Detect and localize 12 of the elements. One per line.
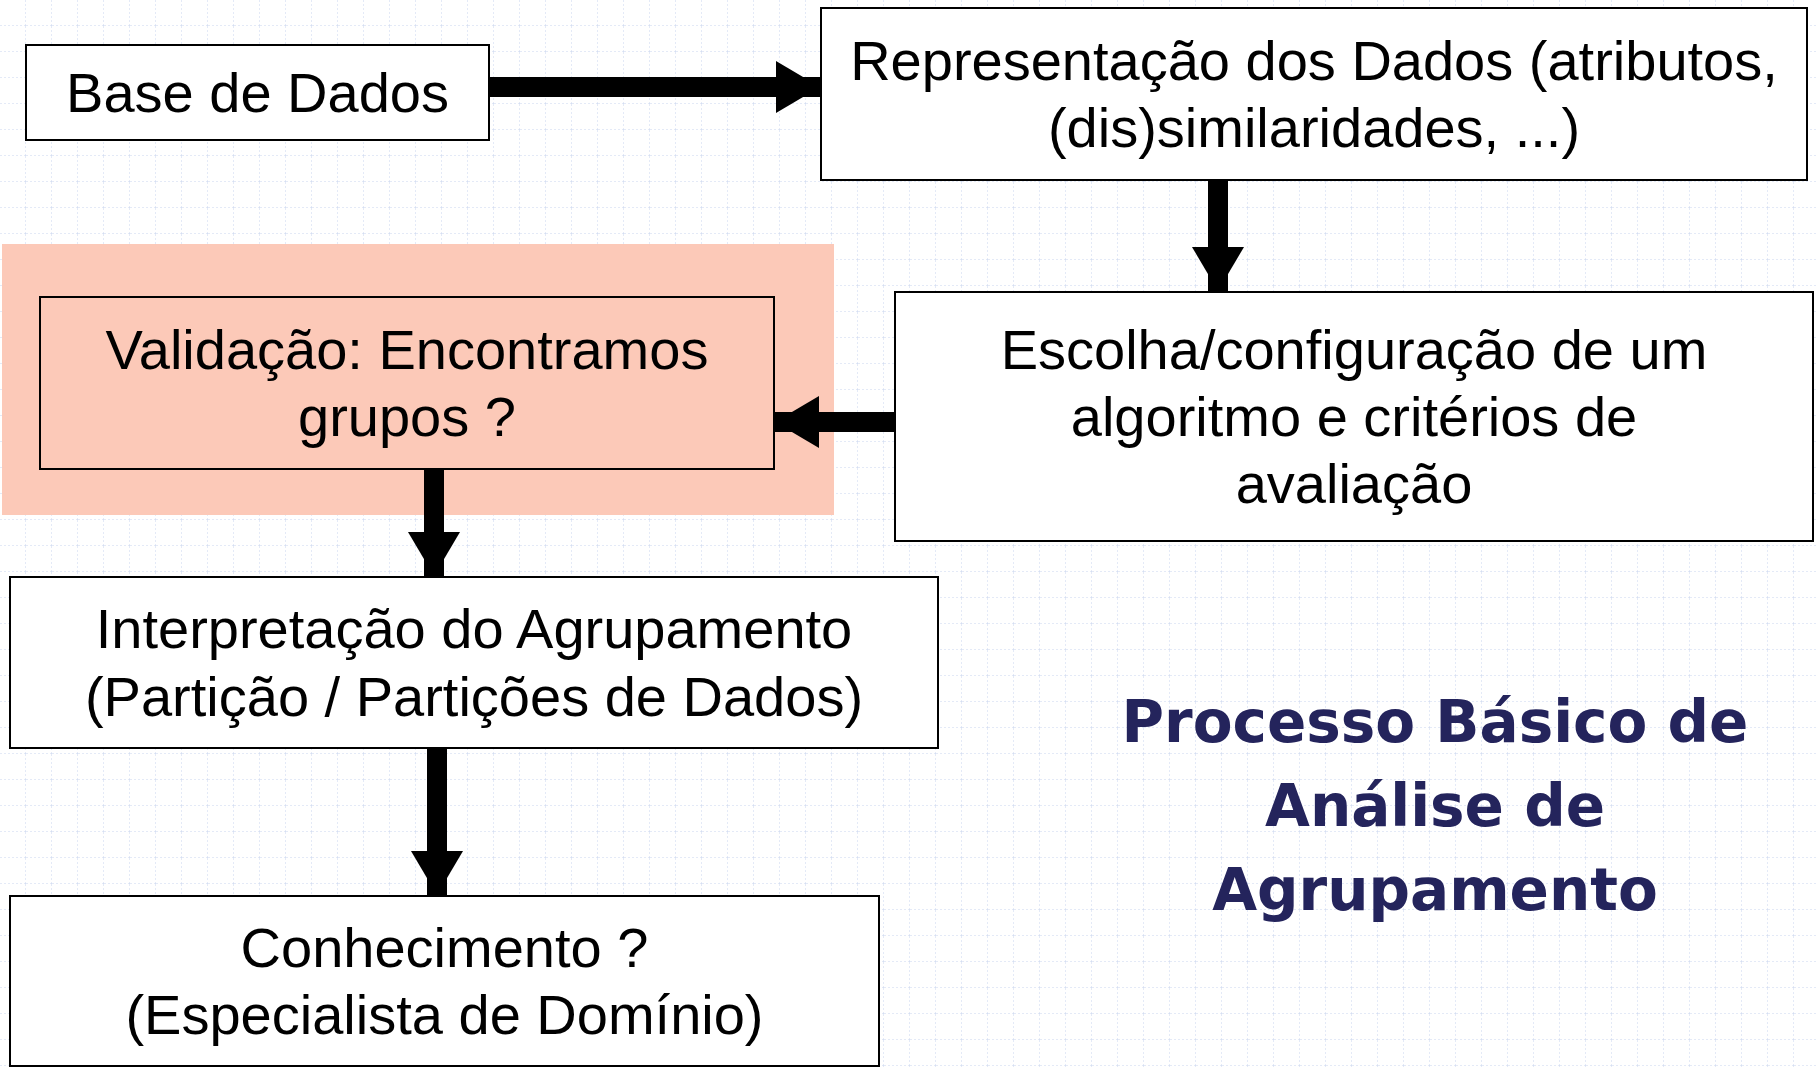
process-box: Conhecimento ? (Especialista de Domínio) xyxy=(9,895,880,1067)
arrow xyxy=(408,470,460,576)
process-box: Interpretação do Agrupamento (Partição / Partições de Dados) xyxy=(9,576,939,749)
process-box: Base de Dados xyxy=(25,44,490,141)
process-box: Representação dos Dados (atributos, (dis)similaridades, ...) xyxy=(820,7,1808,181)
process-box: Validação: Encontramos grupos ? xyxy=(39,296,775,470)
diagram-title: Processo Básico de Análise de Agrupamento xyxy=(1120,687,1750,927)
arrow xyxy=(775,396,894,448)
process-box: Escolha/configuração de um algoritmo e critérios de avaliação xyxy=(894,291,1814,542)
arrow xyxy=(1192,181,1244,291)
arrow xyxy=(490,61,820,113)
arrow xyxy=(411,749,463,895)
